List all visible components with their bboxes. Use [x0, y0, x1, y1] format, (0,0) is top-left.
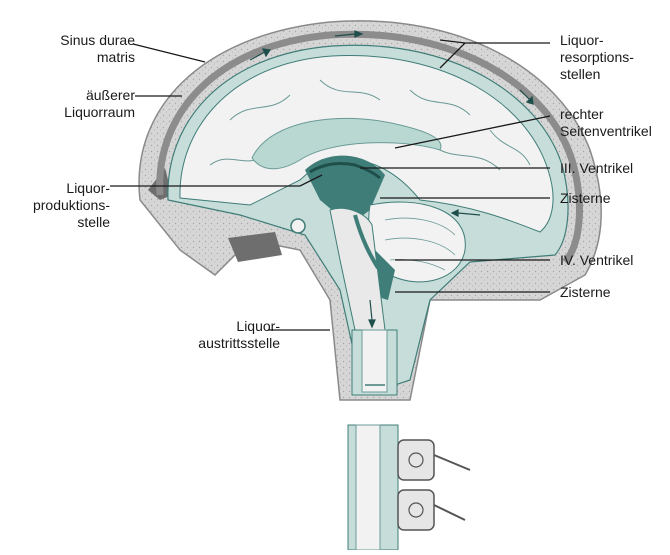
- label-line: matris: [20, 49, 135, 66]
- label-line: Liquor-: [560, 32, 634, 49]
- label-line: Liquorraum: [20, 104, 135, 121]
- label-rechter-seitenventrikel: rechter Seitenventrikel: [560, 106, 652, 140]
- label-zisterne-lower: Zisterne: [560, 284, 611, 301]
- spinal-cord-core-upper: [362, 330, 387, 392]
- label-iii-ventrikel: III. Ventrikel: [560, 160, 633, 177]
- label-iv-ventrikel: IV. Ventrikel: [560, 252, 633, 269]
- label-line: Sinus durae: [20, 32, 135, 49]
- label-line: produktions-: [10, 197, 110, 214]
- label-line: stellen: [560, 66, 634, 83]
- label-line: austrittsstelle: [160, 335, 280, 352]
- label-line: Liquor-: [160, 318, 280, 335]
- pituitary: [291, 219, 305, 233]
- label-line: äußerer: [20, 87, 135, 104]
- label-liquor-austrittsstelle: Liquor- austrittsstelle: [160, 318, 280, 352]
- label-line: rechter: [560, 106, 652, 123]
- label-liquor-resorptionsstellen: Liquor- resorptions- stellen: [560, 32, 634, 83]
- label-aeusserer-liquorraum: äußerer Liquorraum: [20, 87, 135, 121]
- label-line: resorptions-: [560, 49, 634, 66]
- label-line: Seitenventrikel: [560, 123, 652, 140]
- label-zisterne-upper: Zisterne: [560, 190, 611, 207]
- label-line: Liquor-: [10, 180, 110, 197]
- label-liquor-produktionsstelle: Liquor- produktions- stelle: [10, 180, 110, 231]
- spinal-cord-core-lower: [356, 425, 380, 550]
- label-line: stelle: [10, 214, 110, 231]
- leader-sinus: [133, 44, 205, 62]
- vertebrae: [398, 440, 470, 530]
- label-sinus-durae-matris: Sinus durae matris: [20, 32, 135, 66]
